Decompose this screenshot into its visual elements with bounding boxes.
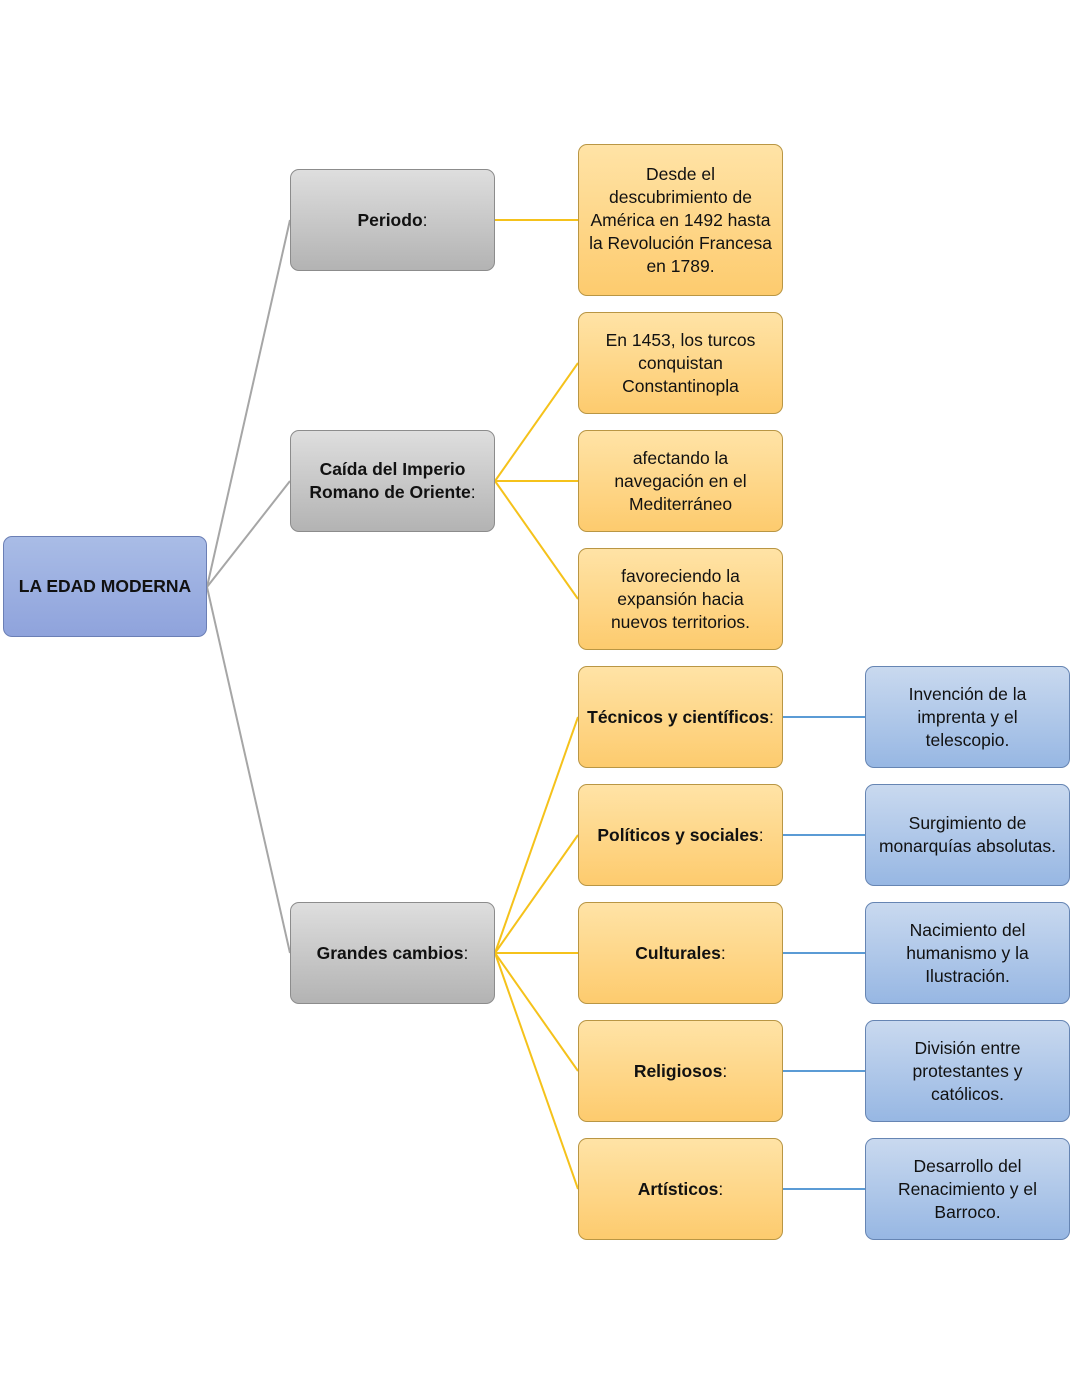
- caida-detail-node-1: En 1453, los turcos conquistan Constanti…: [578, 312, 783, 414]
- politicos-suffix: :: [758, 824, 764, 845]
- caida-detail-text-3: favoreciendo la expansión hacia nuevos t…: [610, 565, 751, 632]
- connector-root-cambios: [206, 586, 291, 954]
- culturales-suffix: :: [720, 942, 726, 963]
- periodo-detail-text: Desde el descubrimiento de América en 14…: [589, 163, 772, 276]
- connector-cambios-religiosos: [494, 952, 579, 1072]
- culturales-node: Culturales:: [578, 902, 783, 1004]
- religiosos-suffix: :: [722, 1060, 728, 1081]
- culturales-detail-node: Nacimiento del humanismo y la Ilustració…: [865, 902, 1070, 1004]
- caida-suffix: :: [470, 482, 476, 502]
- cambios-suffix: :: [463, 942, 469, 963]
- politicos-detail-text: Surgimiento de monarquías absolutas.: [878, 813, 1057, 856]
- tecnicos-detail-node: Invención de la imprenta y el telescopio…: [865, 666, 1070, 768]
- artisticos-node: Artísticos:: [578, 1138, 783, 1240]
- artisticos-detail-text: Desarrollo del Renacimiento y el Barroco…: [897, 1155, 1038, 1222]
- caida-label: Caída del Imperio Romano de Oriente: [309, 459, 471, 502]
- culturales-label: Culturales: [635, 942, 721, 963]
- cambios-node: Grandes cambios:: [290, 902, 495, 1004]
- culturales-detail-text: Nacimiento del humanismo y la Ilustració…: [906, 919, 1029, 986]
- religiosos-detail-text: División entre protestantes y católicos.: [912, 1037, 1023, 1104]
- root-label: LA EDAD MODERNA: [18, 576, 192, 596]
- caida-detail-text-1: En 1453, los turcos conquistan Constanti…: [605, 329, 756, 396]
- artisticos-suffix: :: [718, 1178, 724, 1199]
- periodo-label: Periodo: [357, 209, 423, 230]
- cambios-label: Grandes cambios: [316, 942, 464, 963]
- caida-node: Caída del Imperio Romano de Oriente:: [290, 430, 495, 532]
- politicos-node: Políticos y sociales:: [578, 784, 783, 886]
- periodo-detail-node: Desde el descubrimiento de América en 14…: [578, 144, 783, 296]
- religiosos-label: Religiosos: [633, 1060, 723, 1081]
- tecnicos-suffix: :: [769, 706, 774, 727]
- tecnicos-node: Técnicos y científicos:: [578, 666, 783, 768]
- connector-root-caida: [206, 480, 291, 588]
- connector-cambios-politicos: [494, 834, 579, 954]
- root-node: LA EDAD MODERNA: [3, 536, 207, 637]
- religiosos-detail-node: División entre protestantes y católicos.: [865, 1020, 1070, 1122]
- connector-cambios-tecnicos: [494, 716, 579, 954]
- periodo-node: Periodo:: [290, 169, 495, 271]
- connector-caida-detail-1: [494, 362, 579, 482]
- artisticos-detail-node: Desarrollo del Renacimiento y el Barroco…: [865, 1138, 1070, 1240]
- connector-cambios-artisticos: [494, 952, 579, 1190]
- connector-caida-detail-3: [494, 480, 579, 600]
- artisticos-label: Artísticos: [637, 1178, 719, 1199]
- periodo-suffix: :: [422, 209, 428, 230]
- caida-detail-node-3: favoreciendo la expansión hacia nuevos t…: [578, 548, 783, 650]
- connector-root-periodo: [206, 219, 291, 588]
- tecnicos-detail-text: Invención de la imprenta y el telescopio…: [908, 683, 1027, 750]
- politicos-label: Políticos y sociales: [597, 824, 759, 845]
- caida-detail-text-2: afectando la navegación en el Mediterrán…: [614, 447, 747, 514]
- politicos-detail-node: Surgimiento de monarquías absolutas.: [865, 784, 1070, 886]
- tecnicos-label: Técnicos y científicos: [587, 706, 769, 727]
- religiosos-node: Religiosos:: [578, 1020, 783, 1122]
- caida-detail-node-2: afectando la navegación en el Mediterrán…: [578, 430, 783, 532]
